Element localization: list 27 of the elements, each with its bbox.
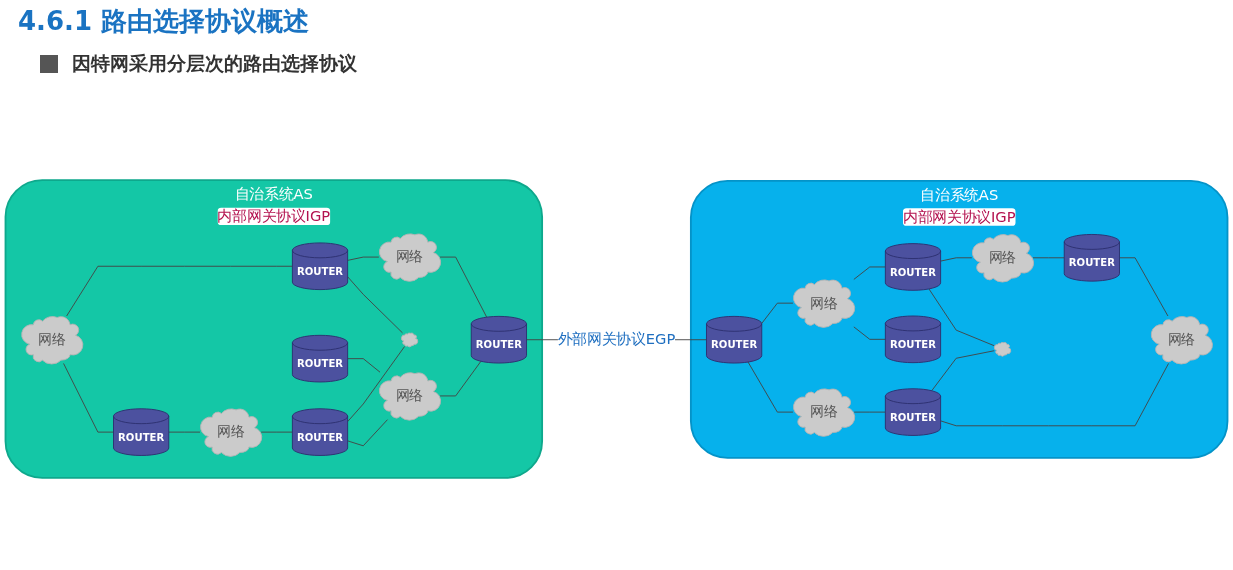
node-cloud xyxy=(400,332,419,348)
connector xyxy=(853,411,886,413)
connector xyxy=(1119,257,1169,317)
slide-title: 4.6.1 路由选择协议概述 xyxy=(18,5,310,38)
connector xyxy=(347,419,388,447)
connector xyxy=(66,265,293,317)
connector xyxy=(439,256,488,318)
connector xyxy=(940,257,973,262)
edge-label: 外部网关协议EGP xyxy=(557,330,676,348)
connector xyxy=(853,266,886,280)
connector xyxy=(931,350,995,392)
connector xyxy=(347,358,381,373)
connector xyxy=(168,431,201,433)
connector xyxy=(928,288,995,347)
connector xyxy=(761,302,794,324)
connector xyxy=(347,256,380,261)
connector xyxy=(347,276,403,334)
connector xyxy=(439,360,482,397)
connector xyxy=(260,431,293,433)
node-cloud xyxy=(993,341,1012,357)
connector xyxy=(63,363,114,433)
connector xyxy=(853,326,886,340)
connector xyxy=(940,363,1169,427)
connector xyxy=(747,361,794,413)
connector xyxy=(1032,257,1065,259)
bullet-text: 因特网采用分层次的路由选择协议 xyxy=(72,51,357,76)
connector xyxy=(347,346,406,423)
